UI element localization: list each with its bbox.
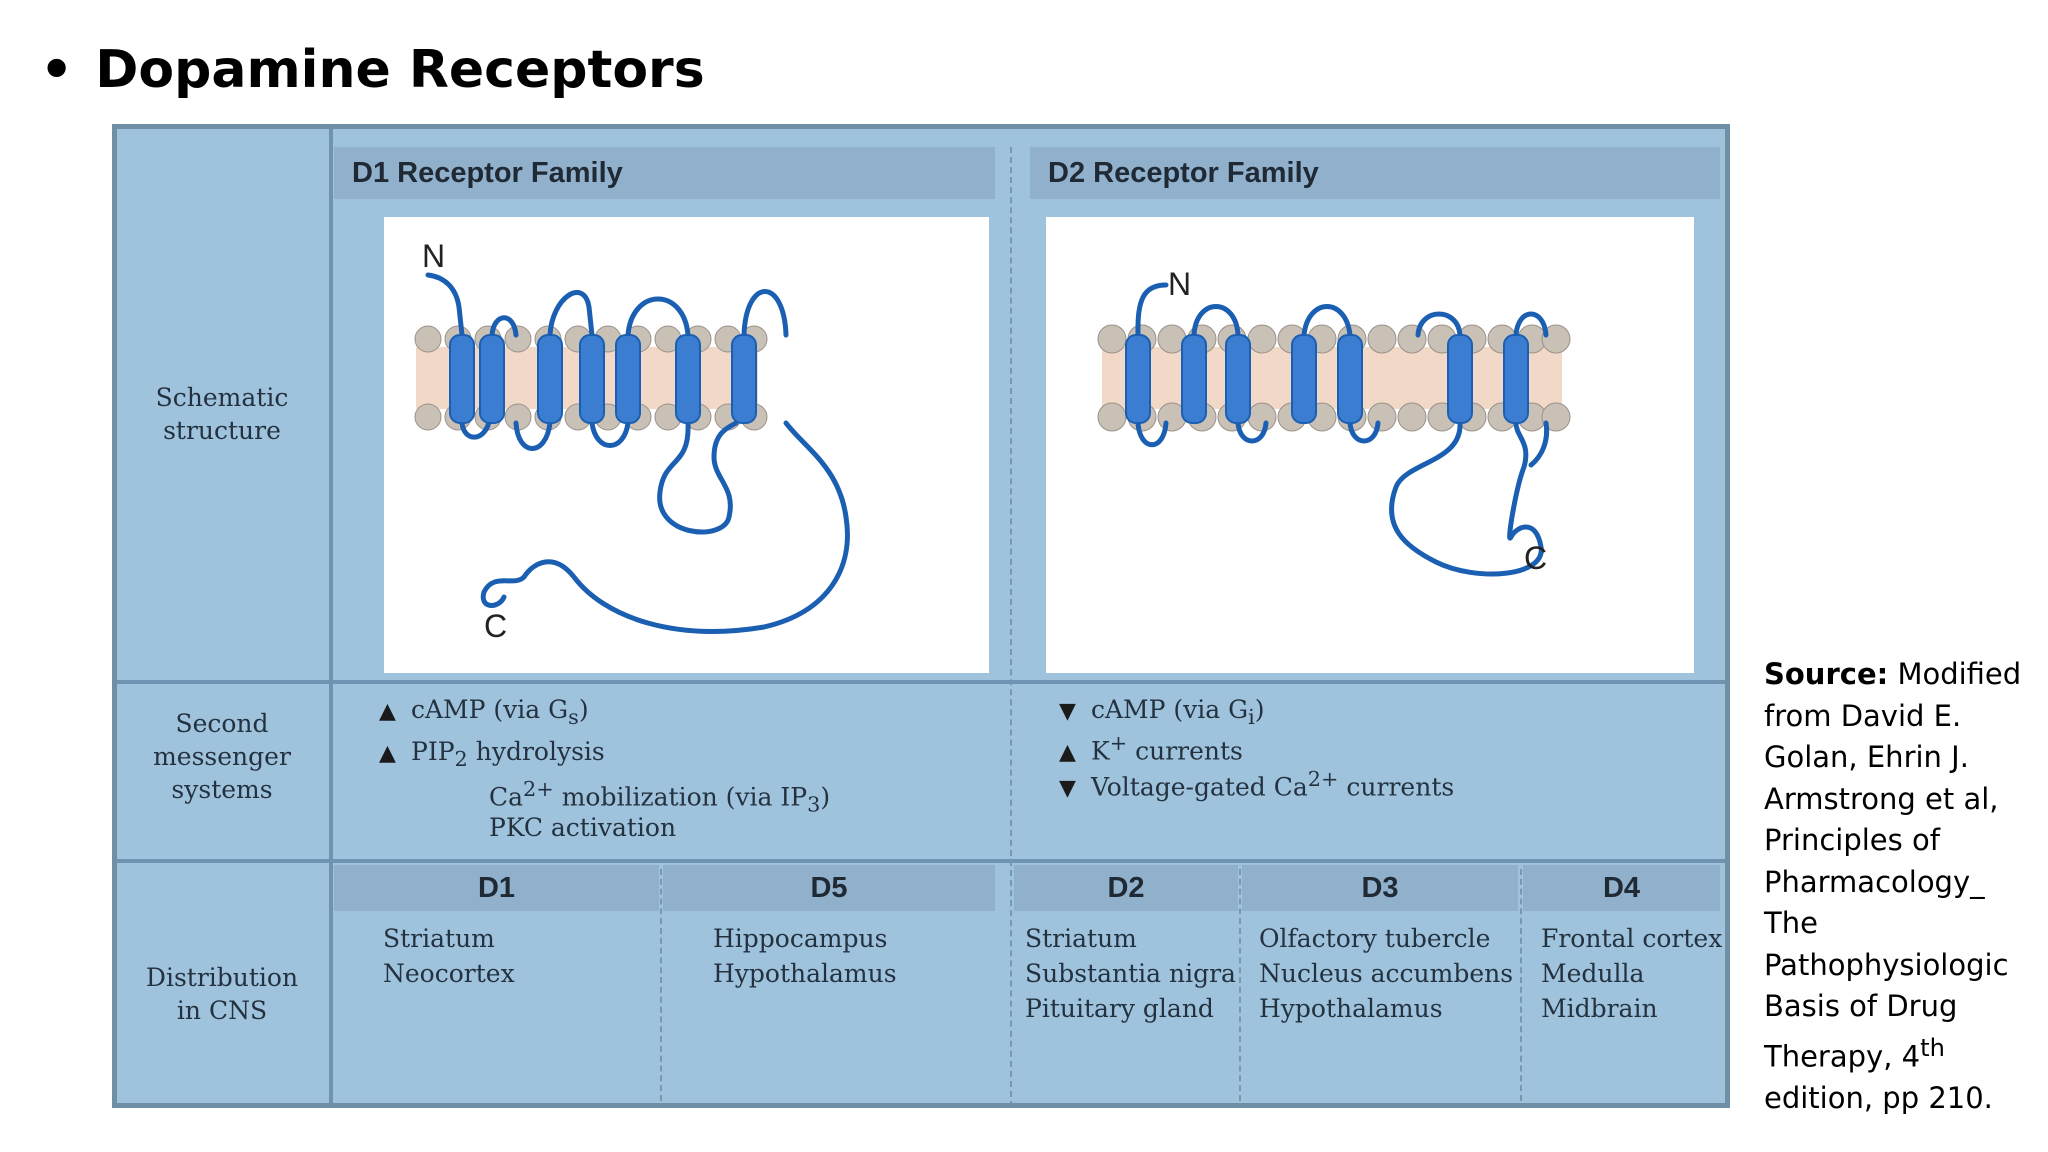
region: Substantia nigra xyxy=(1025,959,1236,988)
d1-d5-divider xyxy=(660,869,662,1101)
subtype-header-d3: D3 xyxy=(1242,865,1518,911)
d2-messenger-camp: ▼cAMP (via Gi) xyxy=(1059,695,1265,729)
region: Medulla xyxy=(1541,959,1645,988)
row-divider-2 xyxy=(117,859,1725,863)
d1-schematic-svg: N C xyxy=(414,238,850,644)
region: Hypothalamus xyxy=(1259,994,1443,1023)
region: Pituitary gland xyxy=(1025,994,1214,1023)
family-divider xyxy=(1010,147,1012,1107)
region: Midbrain xyxy=(1541,994,1658,1023)
d2-helices xyxy=(1125,334,1529,424)
subtype-header-d5: D5 xyxy=(663,865,995,911)
region: Nucleus accumbens xyxy=(1259,959,1514,988)
row-divider-1 xyxy=(117,680,1725,684)
d1-messenger-pip2: ▲PIP2 hydrolysis xyxy=(379,737,605,771)
title-bullet: • xyxy=(40,40,74,100)
label-column-divider xyxy=(329,129,333,1103)
d1-receptor-schematic: N C xyxy=(384,217,989,673)
d1-family-header: D1 Receptor Family xyxy=(334,147,995,199)
region: Hippocampus xyxy=(713,924,888,953)
d1-c-terminus-label: C xyxy=(484,608,507,644)
d2-messenger-k-currents: ▲K+ currents xyxy=(1059,731,1243,766)
source-label: Source: xyxy=(1764,657,1889,691)
region: Neocortex xyxy=(383,959,515,988)
subtype-header-d4: D4 xyxy=(1523,865,1720,911)
down-arrow-icon: ▼ xyxy=(1059,776,1076,802)
d2-receptor-schematic: N C xyxy=(1046,217,1694,673)
d3-d4-divider xyxy=(1520,869,1522,1101)
up-arrow-icon: ▲ xyxy=(379,741,396,766)
subtype-header-d2: D2 xyxy=(1014,865,1238,911)
region: Striatum xyxy=(1025,924,1137,953)
up-arrow-icon: ▲ xyxy=(379,699,396,724)
region: Frontal cortex xyxy=(1541,924,1723,953)
d2-messenger-ca-currents: ▼Voltage-gated Ca2+ currents xyxy=(1059,767,1455,802)
region: Hypothalamus xyxy=(713,959,897,988)
d2-schematic-svg: N C xyxy=(1097,266,1571,577)
slide-title: • Dopamine Receptors xyxy=(40,36,705,104)
d2-membrane xyxy=(1102,347,1562,409)
up-arrow-icon: ▲ xyxy=(1059,740,1076,766)
d2-c-terminus-label: C xyxy=(1524,540,1547,576)
d2-n-terminus-label: N xyxy=(1168,266,1191,302)
d1-messenger-camp: ▲cAMP (via Gs) xyxy=(379,695,589,729)
region: Striatum xyxy=(383,924,495,953)
d1-messenger-pkc: PKC activation xyxy=(489,813,677,842)
down-arrow-icon: ▼ xyxy=(1059,699,1076,724)
d2-d3-divider xyxy=(1239,869,1241,1101)
d1-loops xyxy=(425,272,850,634)
region: Olfactory tubercle xyxy=(1259,924,1491,953)
d2-family-header: D2 Receptor Family xyxy=(1030,147,1720,199)
subtype-header-d1: D1 xyxy=(334,865,659,911)
d1-n-terminus-label: N xyxy=(422,238,445,274)
title-text: Dopamine Receptors xyxy=(95,40,705,100)
source-citation: Source: Modified from David E. Golan, Eh… xyxy=(1764,657,2022,1115)
d1-helices xyxy=(449,334,757,424)
d1-messenger-ca-mobilization: Ca2+ mobilization (via IP3) xyxy=(489,777,831,817)
d2-loops xyxy=(1135,282,1550,577)
